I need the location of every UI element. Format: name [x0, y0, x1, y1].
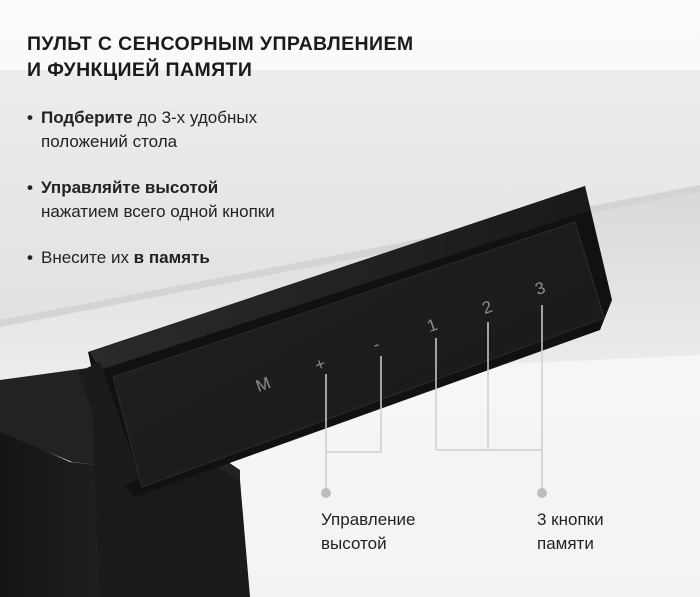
key-memory[interactable]: M	[253, 373, 273, 396]
feature-height-bold: Управляйте высотой	[41, 178, 219, 197]
feature-item-height: Управляйте высотой нажатием всего одной …	[27, 176, 275, 224]
control-panel-top	[90, 186, 590, 370]
key-down[interactable]: -	[370, 335, 382, 355]
feature-presets-line2: положений стола	[41, 132, 178, 151]
feature-list: Подберите до 3-х удобных положений стола…	[27, 106, 275, 270]
callout-memory-buttons: 3 кнопки памяти	[537, 508, 604, 556]
feature-item-memory: Внесите их в память	[27, 246, 275, 270]
control-panel-touch-face[interactable]	[112, 221, 605, 488]
feature-memory-bold: в память	[133, 248, 210, 267]
title-line-1: ПУЛЬТ С СЕНСОРНЫМ УПРАВЛЕНИЕМ	[27, 33, 414, 55]
feature-presets-text: до 3-х удобных	[132, 108, 258, 127]
callout-memory-line1: 3 кнопки	[537, 510, 604, 529]
leader-memory	[435, 305, 543, 488]
callout-memory-line2: памяти	[537, 534, 594, 553]
callout-height-line1: Управление	[321, 510, 416, 529]
callout-height-control: Управление высотой	[321, 508, 416, 556]
page-title: ПУЛЬТ С СЕНСОРНЫМ УПРАВЛЕНИЕМ И ФУНКЦИЕЙ…	[27, 31, 414, 83]
feature-item-presets: Подберите до 3-х удобных положений стола	[27, 106, 275, 154]
leader-dot-height	[321, 488, 331, 498]
panel-keys: M + - 1 2 3	[253, 278, 548, 396]
callout-height-line2: высотой	[321, 534, 387, 553]
feature-height-line2: нажатием всего одной кнопки	[41, 202, 275, 221]
feature-memory-text: Внесите их	[41, 248, 134, 267]
title-line-2: И ФУНКЦИЕЙ ПАМЯТИ	[27, 59, 253, 81]
feature-presets-bold: Подберите	[41, 108, 133, 127]
leader-height	[325, 356, 382, 488]
leader-dot-memory	[537, 488, 547, 498]
control-panel-lip	[78, 362, 140, 488]
